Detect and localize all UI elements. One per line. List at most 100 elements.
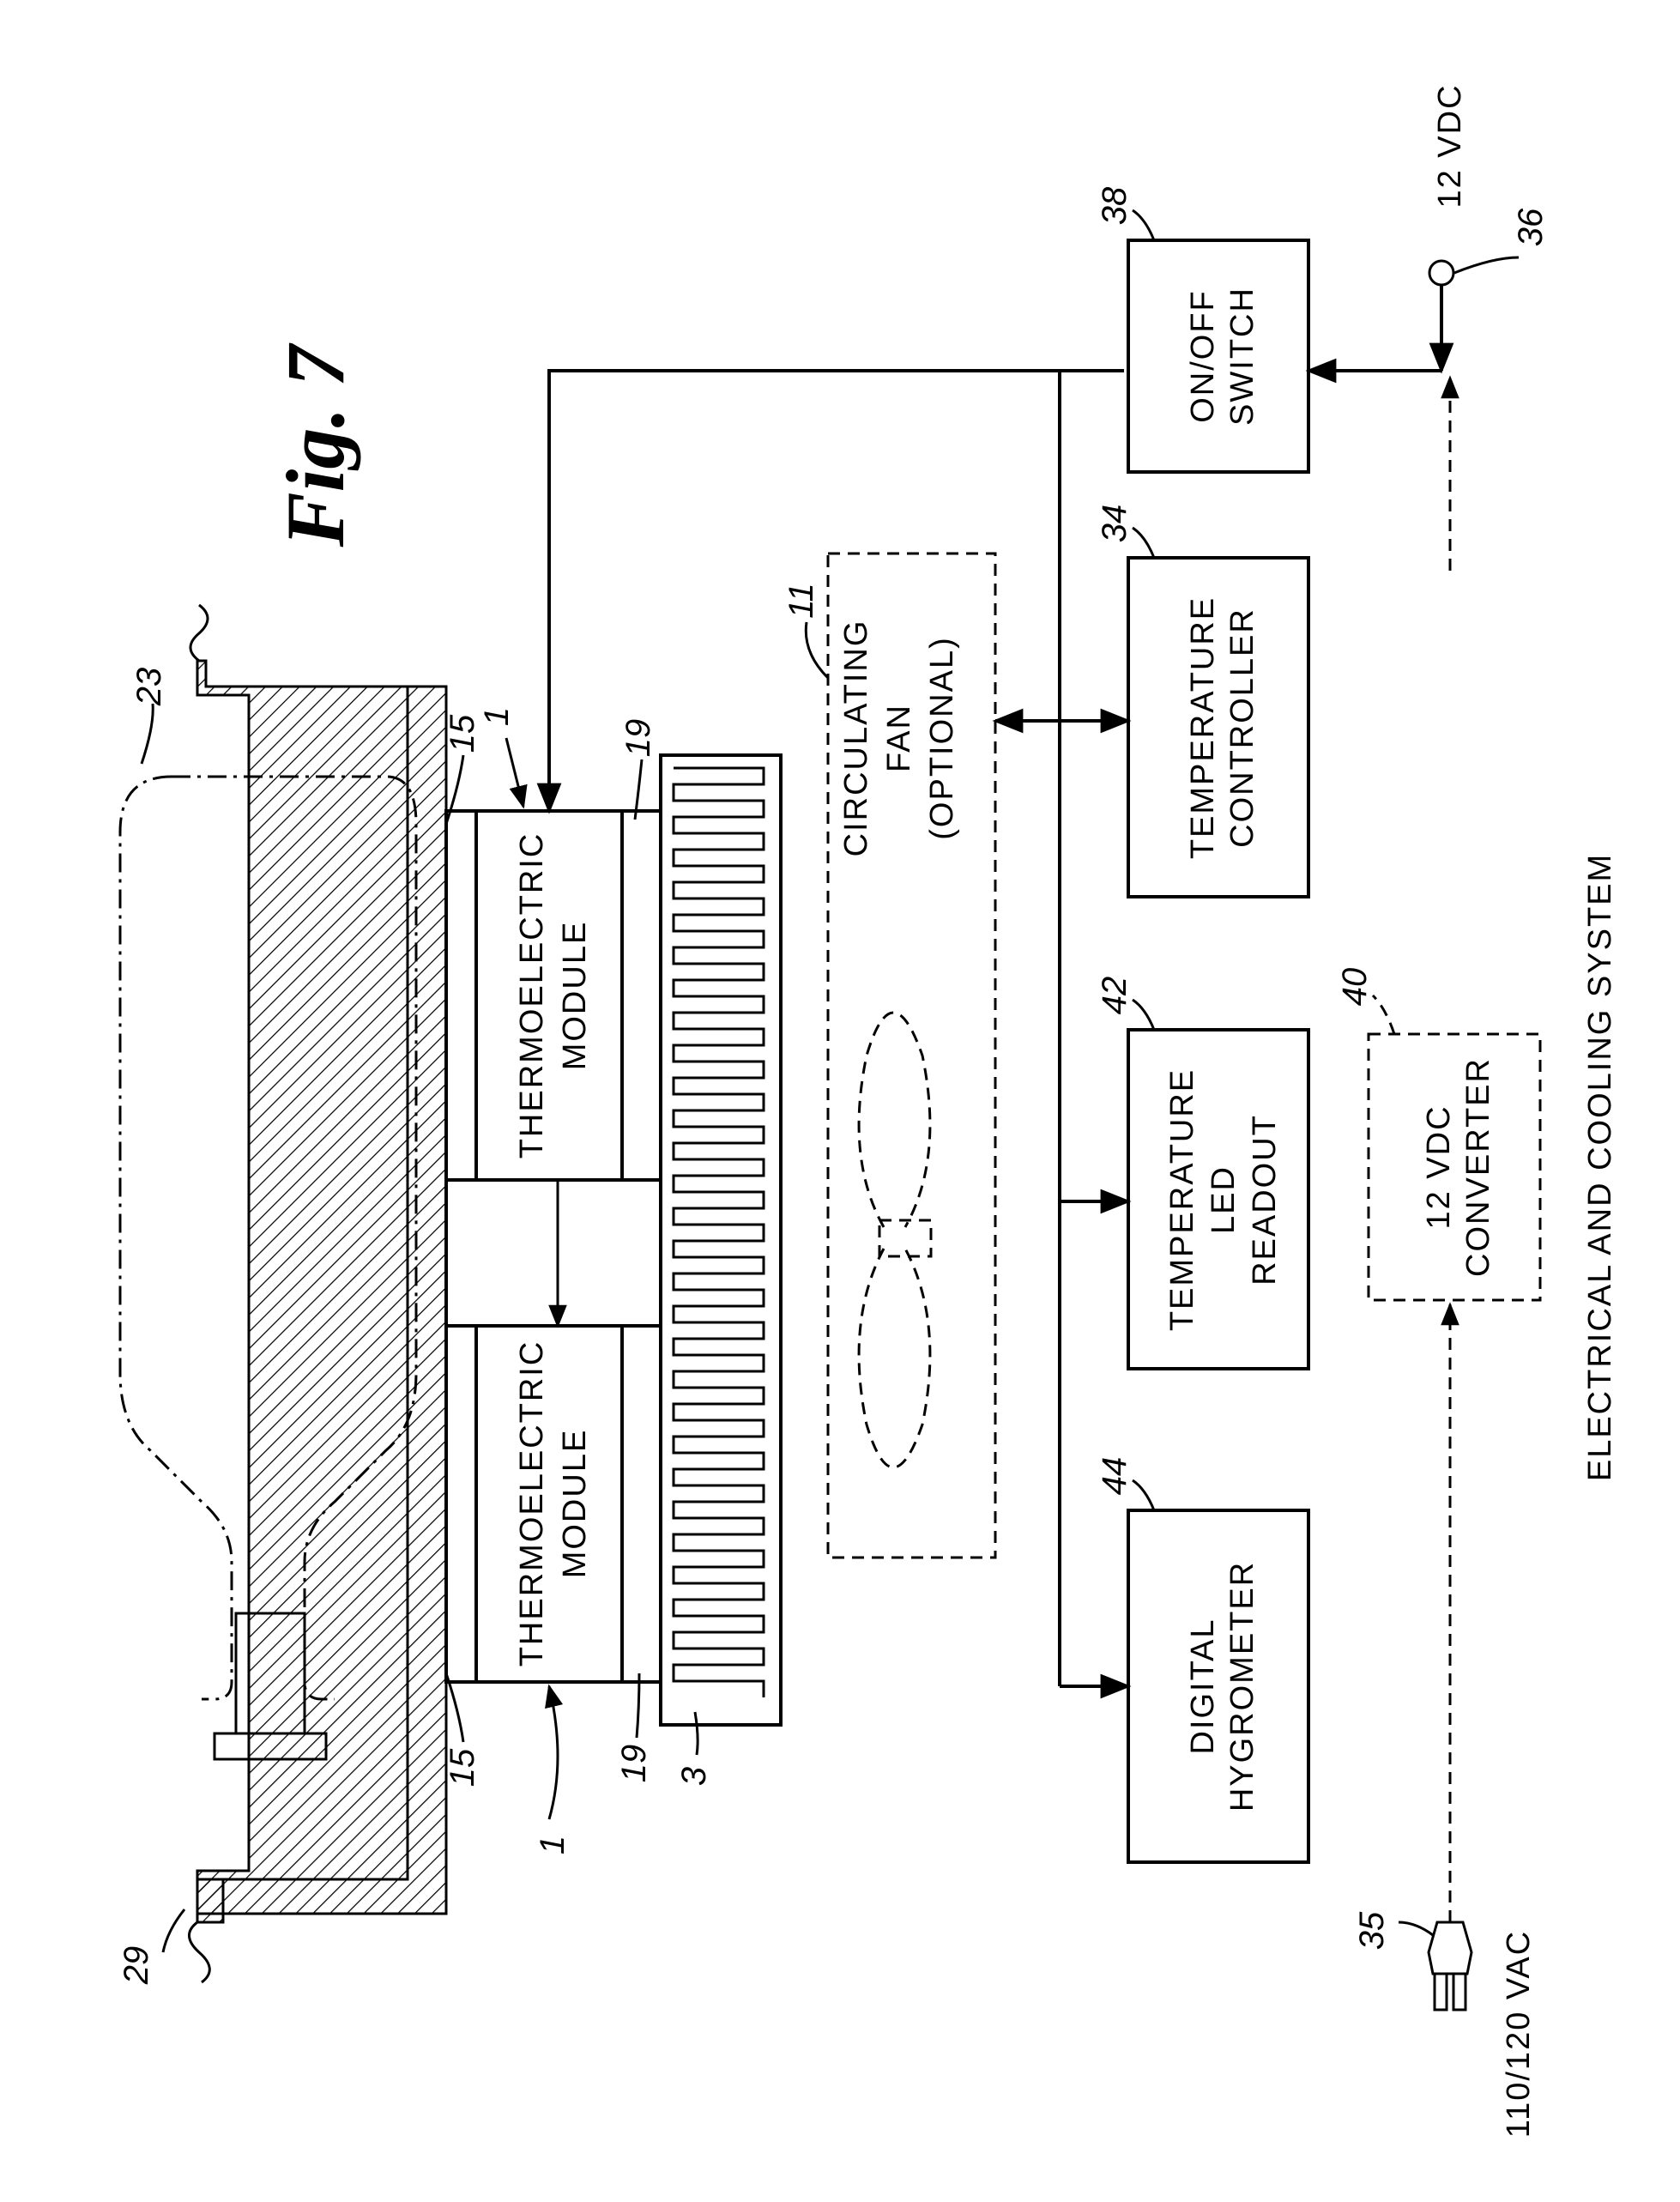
bottle-cap bbox=[213, 1732, 328, 1761]
svg-text:TEMPERATURE: TEMPERATURE bbox=[1164, 1068, 1200, 1331]
fan-box bbox=[826, 552, 997, 1559]
ref-11: 11 bbox=[783, 583, 820, 619]
heat-sink bbox=[659, 753, 783, 1727]
svg-text:19: 19 bbox=[619, 719, 657, 758]
ref-38: 38 bbox=[1096, 186, 1133, 225]
fan-blade-bottom bbox=[857, 1248, 932, 1469]
wire-switch-to-tem bbox=[536, 369, 1124, 814]
svg-text:HYGROMETER: HYGROMETER bbox=[1224, 1561, 1260, 1812]
svg-text:29: 29 bbox=[118, 1946, 155, 1986]
svg-text:TEMPERATURE: TEMPERATURE bbox=[1185, 596, 1221, 859]
leader-19-top bbox=[633, 759, 644, 820]
leader-1-top bbox=[505, 737, 528, 809]
ref-15-top: 15 bbox=[444, 714, 481, 753]
bottle-outline bbox=[118, 775, 418, 1761]
ref-44: 44 bbox=[1096, 1457, 1133, 1496]
svg-text:THERMOELECTRIC: THERMOELECTRIC bbox=[514, 1340, 550, 1667]
svg-text:LED: LED bbox=[1206, 1165, 1242, 1234]
ref-19-bottom: 19 bbox=[615, 1745, 653, 1783]
svg-text:THERMOELECTRIC: THERMOELECTRIC bbox=[514, 832, 550, 1159]
svg-text:40: 40 bbox=[1336, 968, 1374, 1007]
converter-block: 12 VDC CONVERTER bbox=[1367, 1032, 1542, 1302]
svg-text:CONVERTER: CONVERTER bbox=[1460, 1057, 1496, 1277]
svg-text:ELECTRICAL AND COOLING SYSTEM: ELECTRICAL AND COOLING SYSTEM bbox=[1582, 853, 1618, 1481]
figure-title: Fig. 7 bbox=[269, 342, 361, 548]
svg-text:44: 44 bbox=[1096, 1457, 1133, 1496]
leader-29 bbox=[161, 1909, 186, 1953]
svg-text:ON/OFF: ON/OFF bbox=[1185, 289, 1221, 423]
svg-text:12 VDC: 12 VDC bbox=[1421, 1104, 1457, 1229]
ref-23: 23 bbox=[130, 668, 168, 707]
svg-text:36: 36 bbox=[1512, 208, 1550, 246]
reference-numerals: 23 1 15 19 11 15 19 1 3 29 38 36 bbox=[118, 186, 1550, 1985]
ref-36: 36 bbox=[1512, 208, 1550, 246]
svg-text:Fig. 7: Fig. 7 bbox=[269, 342, 361, 548]
leader-40 bbox=[1371, 994, 1396, 1035]
tray-floor bbox=[196, 685, 448, 1915]
ref-35: 35 bbox=[1353, 1911, 1391, 1950]
bottle-body-left bbox=[118, 775, 233, 1701]
figure-caption: ELECTRICAL AND COOLING SYSTEM bbox=[1582, 853, 1618, 1481]
svg-text:SWITCH: SWITCH bbox=[1224, 287, 1260, 426]
ref-42: 42 bbox=[1096, 977, 1133, 1015]
fan-label: CIRCULATING FAN (OPTIONAL) bbox=[838, 620, 960, 857]
ref-34: 34 bbox=[1096, 505, 1133, 543]
leader-34 bbox=[1132, 526, 1156, 559]
fan-blade-top bbox=[857, 1011, 932, 1228]
svg-text:CIRCULATING: CIRCULATING bbox=[838, 620, 874, 857]
ref-15-bottom: 15 bbox=[444, 1748, 481, 1787]
heat-sink-fins bbox=[672, 766, 765, 1697]
svg-text:CONTROLLER: CONTROLLER bbox=[1224, 608, 1260, 848]
temperature-controller-block: TEMPERATURE CONTROLLER bbox=[1127, 556, 1310, 898]
leader-23 bbox=[140, 703, 154, 765]
svg-text:15: 15 bbox=[444, 1748, 481, 1787]
dc-terminal: 12 VDC bbox=[1428, 83, 1468, 287]
svg-text:READOUT: READOUT bbox=[1247, 1114, 1283, 1286]
wiring bbox=[536, 285, 1459, 1922]
svg-text:12 VDC: 12 VDC bbox=[1432, 83, 1468, 208]
svg-text:23: 23 bbox=[130, 668, 168, 707]
tray-break-top bbox=[189, 603, 209, 662]
ref-29: 29 bbox=[118, 1946, 155, 1986]
tray-cross-section bbox=[188, 603, 448, 1984]
circulating-fan: CIRCULATING FAN (OPTIONAL) bbox=[826, 552, 997, 1559]
leader-44 bbox=[1132, 1479, 1156, 1511]
leader-3 bbox=[693, 1711, 699, 1756]
leader-35 bbox=[1398, 1921, 1434, 1937]
svg-text:3: 3 bbox=[675, 1767, 713, 1786]
fan-hub bbox=[878, 1219, 933, 1258]
temperature-led-readout-block: TEMPERATURE LED READOUT bbox=[1127, 1028, 1310, 1370]
svg-text:MODULE: MODULE bbox=[557, 1429, 593, 1579]
ref-1-top: 1 bbox=[478, 707, 516, 726]
ref-19-top: 19 bbox=[619, 719, 657, 758]
leader-42 bbox=[1132, 998, 1156, 1031]
svg-text:11: 11 bbox=[783, 583, 820, 619]
svg-text:1: 1 bbox=[478, 707, 516, 726]
svg-text:110/120 VAC: 110/120 VAC bbox=[1501, 1930, 1537, 2138]
ref-1-bottom: 1 bbox=[534, 1836, 571, 1854]
leader-15-top bbox=[444, 754, 465, 825]
leader-15-bottom bbox=[444, 1673, 465, 1743]
heat-sink-frame bbox=[659, 753, 783, 1727]
svg-text:(OPTIONAL): (OPTIONAL) bbox=[924, 636, 960, 839]
svg-text:42: 42 bbox=[1096, 977, 1133, 1015]
ref-3: 3 bbox=[675, 1767, 713, 1786]
leader-1-bottom bbox=[545, 1684, 564, 1820]
svg-text:15: 15 bbox=[444, 714, 481, 753]
leader-38 bbox=[1132, 209, 1156, 241]
leader-36 bbox=[1453, 256, 1520, 275]
svg-text:MODULE: MODULE bbox=[557, 921, 593, 1071]
ref-40: 40 bbox=[1336, 968, 1374, 1007]
svg-text:1: 1 bbox=[534, 1836, 571, 1854]
svg-text:19: 19 bbox=[615, 1745, 653, 1783]
leader-11 bbox=[804, 621, 830, 680]
on-off-switch-block: ON/OFF SWITCH bbox=[1127, 239, 1310, 474]
leader-19-bottom bbox=[635, 1673, 641, 1739]
tray-break-bottom bbox=[188, 1921, 211, 1984]
tem-bottom-label: THERMOELECTRIC MODULE bbox=[514, 1340, 593, 1667]
ac-plug-icon: 110/120 VAC bbox=[1427, 1921, 1537, 2138]
digital-hygrometer-block: DIGITAL HYGROMETER bbox=[1127, 1509, 1310, 1864]
tem-bottom-housing bbox=[444, 1324, 662, 1684]
tem-top-label: THERMOELECTRIC MODULE bbox=[514, 832, 593, 1159]
